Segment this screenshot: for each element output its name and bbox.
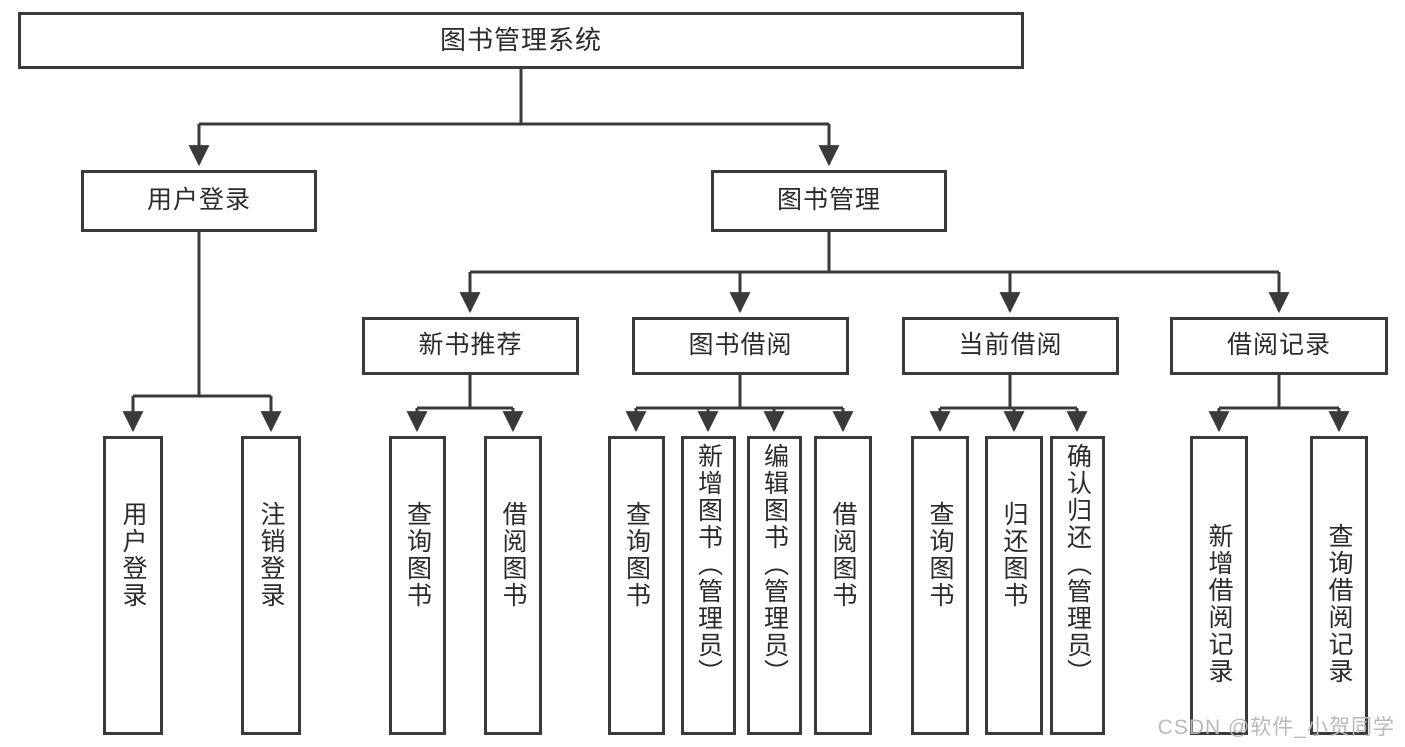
node-leaf-query-record[interactable]: 查询借阅记录	[1310, 436, 1368, 735]
node-current-borrow-label: 当前借阅	[958, 331, 1063, 360]
node-leaf-return-book-label: 归还图书	[1000, 501, 1028, 609]
watermark: CSDN @软件_小贺同学	[1157, 716, 1395, 739]
node-book-manage-label: 图书管理	[776, 186, 881, 215]
node-leaf-query-book-3[interactable]: 查询图书	[911, 436, 969, 735]
node-leaf-confirm-return-label: 确认归还（管理员）	[1063, 443, 1092, 686]
node-user-login[interactable]: 用户登录	[81, 170, 317, 232]
node-leaf-logout-label: 注销登录	[257, 501, 285, 609]
node-new-book-rec[interactable]: 新书推荐	[362, 317, 579, 375]
node-leaf-logout[interactable]: 注销登录	[241, 436, 301, 735]
node-leaf-edit-book[interactable]: 编辑图书（管理员）	[747, 436, 802, 735]
node-borrow-record-label: 借阅记录	[1226, 331, 1331, 360]
node-leaf-query-book-1-label: 查询图书	[403, 501, 432, 609]
node-leaf-query-book-1[interactable]: 查询图书	[389, 436, 446, 735]
node-leaf-add-record-label: 新增借阅记录	[1205, 523, 1233, 685]
node-leaf-user-login-label: 用户登录	[119, 501, 147, 609]
node-leaf-borrow-book-1[interactable]: 借阅图书	[484, 436, 542, 735]
node-root[interactable]: 图书管理系统	[18, 12, 1024, 69]
node-new-book-rec-label: 新书推荐	[418, 331, 523, 360]
node-leaf-edit-book-label: 编辑图书（管理员）	[760, 443, 789, 686]
node-leaf-borrow-book-1-label: 借阅图书	[499, 501, 527, 609]
node-book-borrow[interactable]: 图书借阅	[632, 317, 849, 375]
node-leaf-confirm-return[interactable]: 确认归还（管理员）	[1050, 436, 1105, 735]
node-book-borrow-label: 图书借阅	[688, 331, 793, 360]
node-leaf-query-record-label: 查询借阅记录	[1325, 523, 1353, 685]
node-leaf-borrow-book-2[interactable]: 借阅图书	[814, 436, 872, 735]
node-borrow-record[interactable]: 借阅记录	[1170, 317, 1388, 375]
node-current-borrow[interactable]: 当前借阅	[902, 317, 1119, 375]
node-book-manage[interactable]: 图书管理	[711, 170, 947, 232]
node-leaf-return-book[interactable]: 归还图书	[985, 436, 1043, 735]
node-leaf-add-book[interactable]: 新增图书（管理员）	[681, 436, 736, 735]
node-leaf-query-book-3-label: 查询图书	[926, 501, 954, 609]
node-root-label: 图书管理系统	[439, 25, 602, 56]
node-leaf-user-login[interactable]: 用户登录	[103, 436, 163, 735]
node-leaf-query-book-2[interactable]: 查询图书	[608, 436, 665, 735]
node-leaf-borrow-book-2-label: 借阅图书	[829, 501, 857, 609]
node-leaf-add-book-label: 新增图书（管理员）	[694, 443, 723, 686]
node-leaf-add-record[interactable]: 新增借阅记录	[1190, 436, 1248, 735]
node-leaf-query-book-2-label: 查询图书	[622, 501, 651, 609]
node-user-login-label: 用户登录	[146, 186, 251, 215]
